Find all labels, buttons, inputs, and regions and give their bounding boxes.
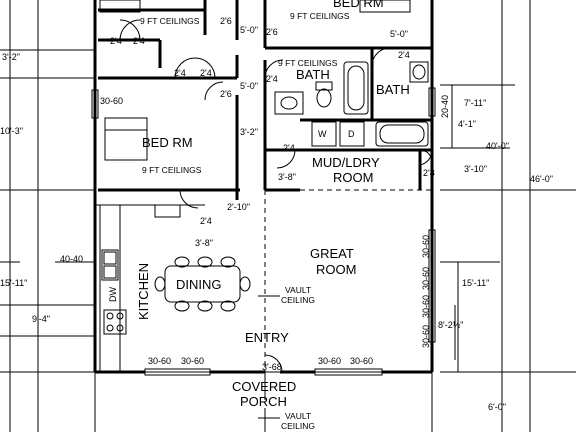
- room-entry: ENTRY: [245, 330, 289, 345]
- room-bath-right: BATH: [376, 82, 410, 97]
- door-3: 2'4: [174, 68, 186, 78]
- dim-int-1: 2'6: [220, 16, 232, 26]
- room-porch: COVERED: [232, 379, 296, 394]
- dishwasher-label: DW: [108, 287, 118, 302]
- door-2: 2'4: [133, 36, 145, 46]
- window-5: 30-60: [350, 356, 373, 366]
- dim-int-8: 3'-8": [278, 172, 296, 182]
- dim-right-2: 4'-1": [458, 119, 476, 129]
- dim-int-5: 5'-0": [390, 29, 408, 39]
- dryer-label: D: [348, 129, 355, 139]
- room-bed-left: BED RM: [142, 135, 193, 150]
- dim-left-5: 9'-4": [32, 314, 50, 324]
- door-size-labels: 2'4 2'4 2'4 2'4 2'4 2'4 2'4 2'4 3'-68: [110, 36, 410, 372]
- dim-int-7: 3'-2": [240, 127, 258, 137]
- room-dining: DINING: [176, 277, 222, 292]
- dim-int-6: 2'6: [220, 89, 232, 99]
- ceiling-note-bath: 9 FT CEILINGS: [278, 58, 338, 68]
- fixture-labels: W D DW: [108, 129, 355, 302]
- walls: [93, 0, 434, 432]
- window-10: 20-40: [440, 95, 450, 118]
- door-6: 2'4: [398, 50, 410, 60]
- vault-note-1: VAULT: [285, 285, 311, 295]
- left-dimensions: 3'-2" 10'-3" 40-40 15'-11" 9'-4": [0, 52, 83, 324]
- ceiling-note-top-right: 9 FT CEILINGS: [290, 11, 350, 21]
- right-dimension-lines: [440, 0, 576, 432]
- dim-int-10: 3'-8": [195, 238, 213, 248]
- window-2: 30-60: [148, 356, 171, 366]
- door-4: 2'4: [200, 68, 212, 78]
- dim-left-4: 15'-11": [0, 278, 27, 288]
- window-size-labels: 30-60 30-60 30-60 30-60 30-60 30-60 30-6…: [100, 95, 450, 366]
- room-mud-laundry: MUD/LDRY: [312, 155, 380, 170]
- dim-right-8: 6'-0": [488, 402, 506, 412]
- room-labels: BED RM 9 FT CEILINGS 9 FT CEILINGS BED R…: [136, 0, 410, 431]
- ceiling-note-top-left: 9 FT CEILINGS: [140, 16, 200, 26]
- interior-dimensions: 2'6 5'-0" 2'6 5'-0" 5'-0" 2'6 3'-2" 3'-8…: [195, 16, 435, 248]
- room-bath-center: BATH: [296, 67, 330, 82]
- window-9: 30-60: [421, 325, 431, 348]
- dim-left-3: 40-40: [60, 254, 83, 264]
- door-1: 2'4: [110, 36, 122, 46]
- door-8: 2'4: [200, 216, 212, 226]
- ceiling-note-bed-left: 9 FT CEILINGS: [142, 165, 202, 175]
- dim-left-1: 3'-2": [2, 52, 20, 62]
- room-kitchen: KITCHEN: [136, 263, 151, 320]
- room-bed-top: BED RM: [333, 0, 384, 10]
- door-entry: 3'-68: [262, 362, 282, 372]
- dim-right-5: 46'-0": [530, 174, 553, 184]
- dim-int-2: 5'-0": [240, 25, 258, 35]
- vault-note-1b: CEILING: [281, 295, 315, 305]
- dim-right-6: 15'-11": [462, 278, 489, 288]
- window-4: 30-60: [318, 356, 341, 366]
- dim-int-4: 5'-0": [240, 81, 258, 91]
- window-8: 30-60: [421, 295, 431, 318]
- window-1: 30-60: [100, 96, 123, 106]
- vault-note-2b: CEILING: [281, 421, 315, 431]
- dim-right-7: 8'-2½": [438, 320, 463, 330]
- dim-right-3: 40'-0": [486, 141, 509, 151]
- vault-note-2: VAULT: [285, 411, 311, 421]
- window-6: 30-60: [421, 235, 431, 258]
- dim-int-11: 2'8: [423, 168, 435, 178]
- right-dimensions: 7'-11" 4'-1" 40'-0" 3'-10" 46'-0" 15'-11…: [438, 98, 553, 412]
- room-mud-laundry-2: ROOM: [333, 170, 373, 185]
- dim-left-2: 10'-3": [0, 126, 23, 136]
- door-swings: [119, 19, 433, 373]
- window-7: 30-60: [421, 267, 431, 290]
- dim-int-9: 2'-10": [227, 202, 250, 212]
- dim-right-4: 3'-10": [464, 164, 487, 174]
- fixtures: [91, 0, 436, 432]
- window-3: 30-60: [181, 356, 204, 366]
- washer-label: W: [318, 129, 327, 139]
- room-great-2: ROOM: [316, 262, 356, 277]
- dim-int-3: 2'6: [266, 27, 278, 37]
- door-7: 2'4: [283, 143, 295, 153]
- left-dimension-lines: [0, 0, 95, 432]
- dim-right-1: 7'-11": [464, 98, 486, 108]
- door-5: 2'4: [266, 74, 278, 84]
- room-great: GREAT: [310, 246, 354, 261]
- room-porch-2: PORCH: [240, 394, 287, 409]
